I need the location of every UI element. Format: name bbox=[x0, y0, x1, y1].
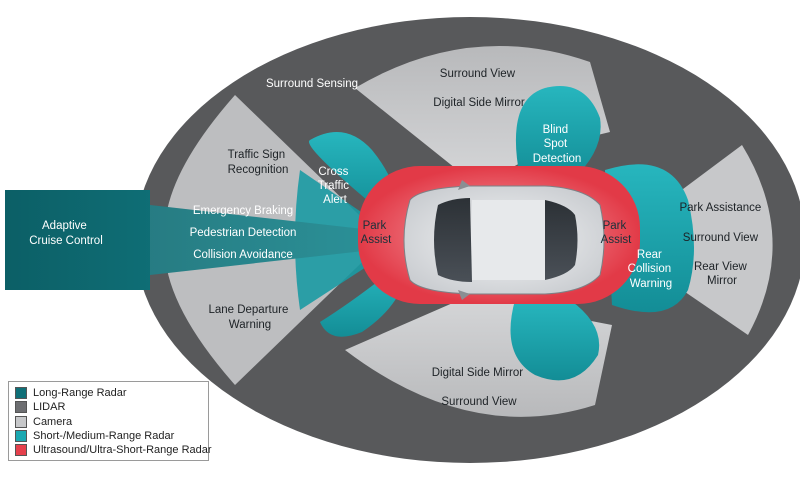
mirror-right bbox=[458, 290, 470, 300]
legend-swatch bbox=[15, 444, 27, 457]
label-cross-traffic: Cross Traffic Alert bbox=[318, 166, 353, 206]
label-traffic-sign: Traffic Sign Recognition bbox=[228, 149, 289, 176]
legend-label: Short-/Medium-Range Radar bbox=[33, 430, 175, 443]
label-blind-spot: Blind Spot Detection bbox=[533, 124, 582, 165]
label-emergency-braking: Emergency Braking bbox=[193, 205, 293, 217]
legend-swatch bbox=[15, 387, 27, 400]
camera-sector-top bbox=[355, 45, 610, 188]
long-range-radar-beam bbox=[5, 190, 390, 290]
mirror-left bbox=[458, 180, 470, 190]
legend-item-short-medium-radar: Short-/Medium-Range Radar bbox=[15, 429, 202, 443]
label-park-assist-front: Park Assist bbox=[361, 220, 392, 246]
car bbox=[403, 180, 605, 300]
legend-item-lidar: LIDAR bbox=[15, 400, 202, 414]
lidar-beam-overlay bbox=[150, 205, 390, 275]
radar-lobe-blind-spot bbox=[515, 86, 601, 180]
legend: Long-Range Radar LIDAR Camera Short-/Med… bbox=[8, 381, 212, 461]
legend-label: Camera bbox=[33, 415, 73, 428]
label-bottom-camera: Digital Side Mirror Surround View bbox=[432, 367, 527, 408]
label-rear-collision: Rear Collision Warning bbox=[628, 249, 675, 290]
car-roof bbox=[472, 200, 545, 280]
legend-item-long-range-radar: Long-Range Radar bbox=[15, 386, 202, 400]
legend-item-ultrasound: Ultrasound/Ultra-Short-Range Radar bbox=[15, 443, 212, 457]
legend-swatch bbox=[15, 401, 27, 414]
label-collision-avoidance: Collision Avoidance bbox=[193, 249, 293, 261]
label-lane-departure: Lane Departure Warning bbox=[208, 304, 291, 331]
label-adaptive-cruise: Adaptive Cruise Control bbox=[29, 220, 103, 247]
label-pedestrian-detection: Pedestrian Detection bbox=[190, 227, 297, 239]
radar-lobe-bottom-right bbox=[510, 300, 600, 381]
label-surround-sensing: Surround Sensing bbox=[266, 78, 358, 90]
legend-swatch bbox=[15, 430, 27, 443]
label-park-assist-rear: Park Assist bbox=[601, 220, 632, 246]
legend-label: Ultrasound/Ultra-Short-Range Radar bbox=[33, 444, 212, 457]
legend-swatch bbox=[15, 415, 27, 428]
label-top-camera: Surround View Digital Side Mirror bbox=[433, 68, 525, 109]
car-rear-window bbox=[545, 200, 578, 280]
legend-item-camera: Camera bbox=[15, 415, 202, 429]
legend-label: Long-Range Radar bbox=[33, 387, 127, 400]
label-right-camera: Park Assistance Surround View Rear View … bbox=[679, 202, 764, 287]
car-windshield bbox=[434, 198, 472, 282]
legend-label: LIDAR bbox=[33, 401, 66, 414]
